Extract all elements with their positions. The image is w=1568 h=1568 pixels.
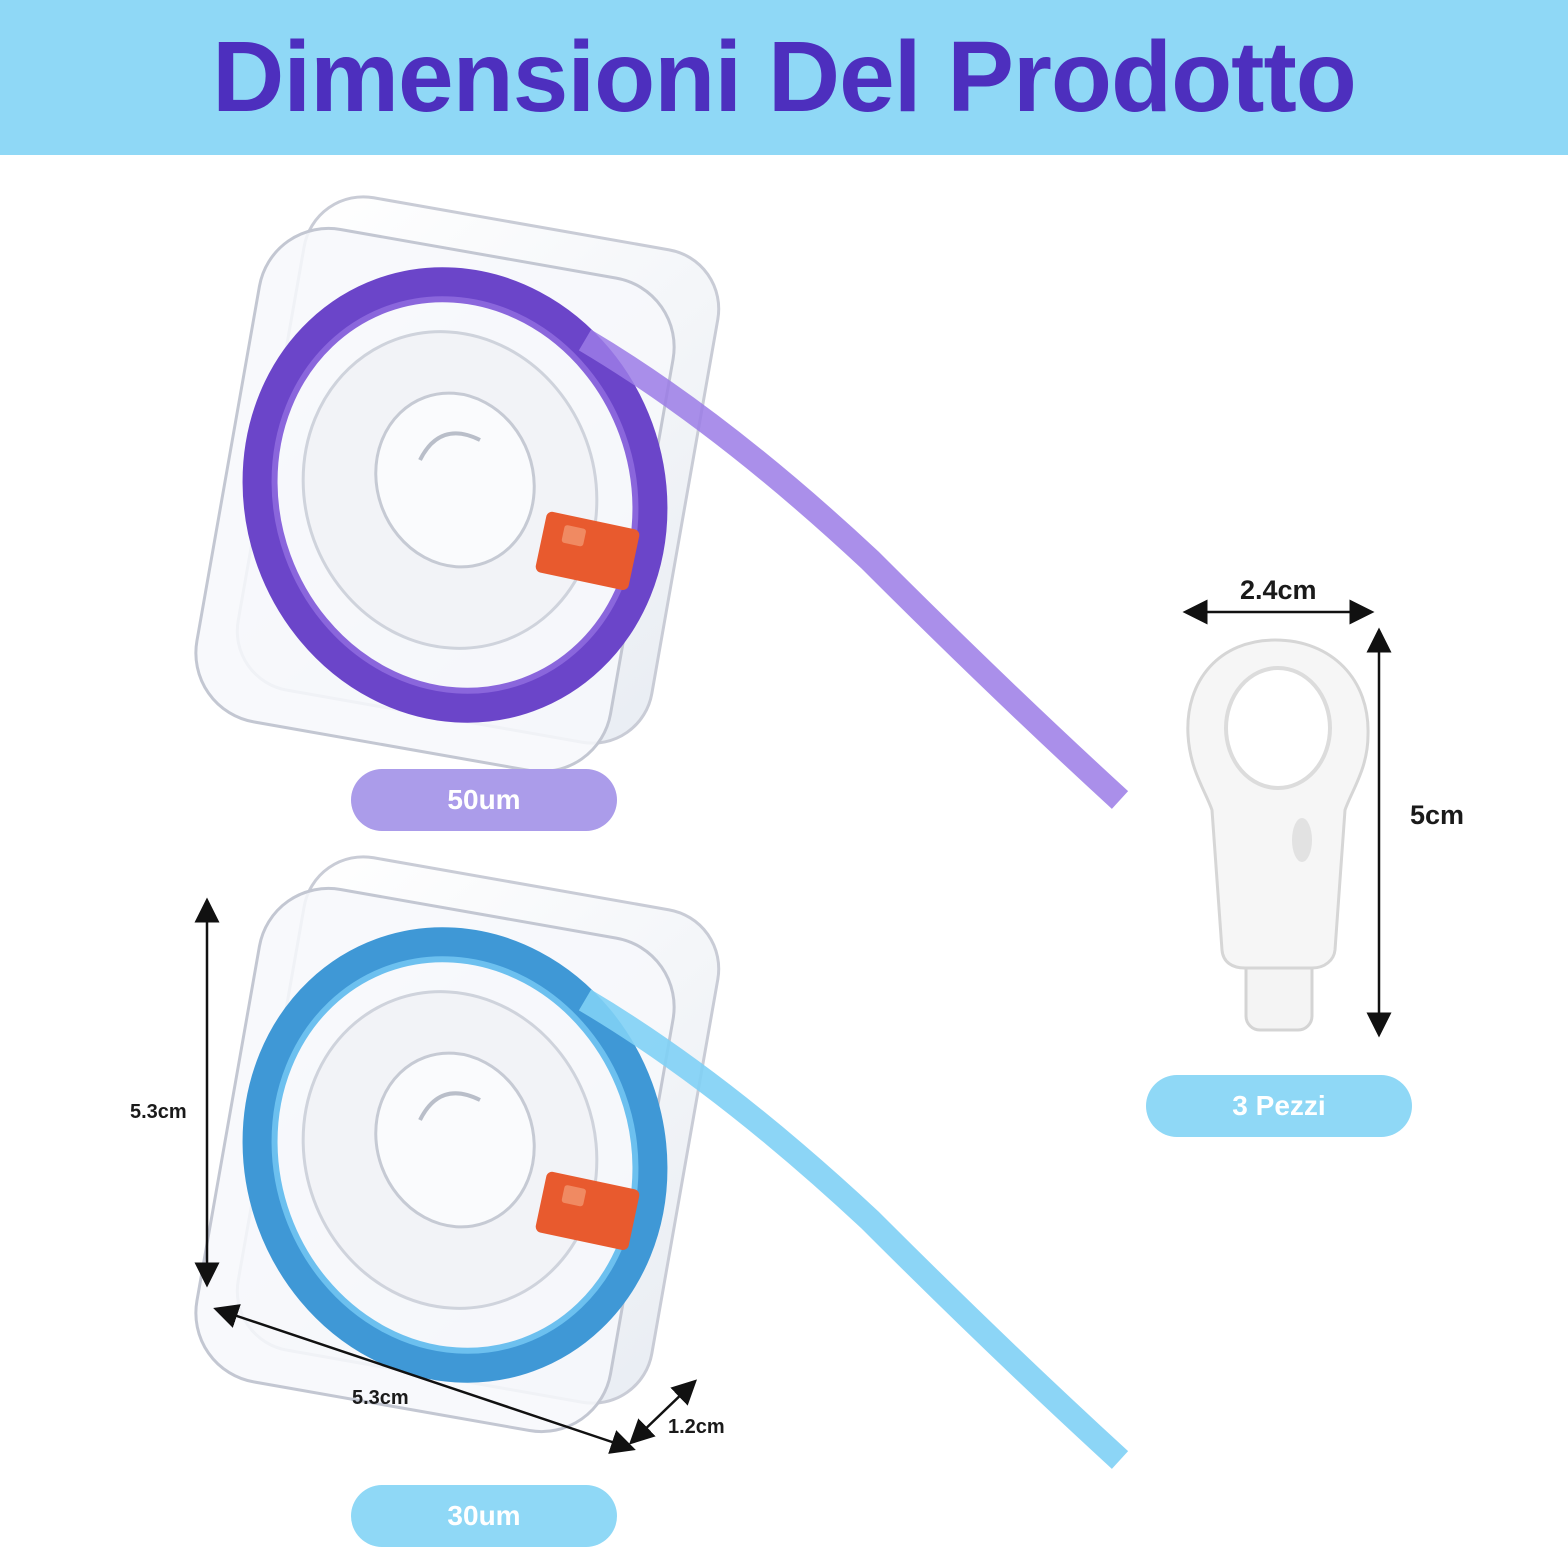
label-30um: 30um <box>351 1485 617 1547</box>
spool-width-line <box>213 1304 636 1454</box>
label-50um-text: 50um <box>447 784 521 815</box>
title-banner: Dimensioni Del Prodotto <box>0 0 1568 155</box>
label-3-pezzi: 3 Pezzi <box>1146 1075 1412 1137</box>
page-title: Dimensioni Del Prodotto <box>212 21 1357 133</box>
dimension-lines <box>194 599 1392 1454</box>
purple-tape-spool <box>194 195 1129 809</box>
spool-depth-line <box>628 1379 698 1445</box>
label-30um-text: 30um <box>447 1500 521 1531</box>
spool-depth-text: 1.2cm <box>668 1416 725 1438</box>
blue-tape-spool <box>194 855 1129 1469</box>
tape-holder <box>1186 638 1370 1032</box>
label-50um: 50um <box>351 769 617 831</box>
label-3-pezzi-text: 3 Pezzi <box>1232 1090 1326 1121</box>
spool-height-text: 5.3cm <box>130 1101 187 1123</box>
holder-width-text: 2.4cm <box>1240 575 1317 605</box>
holder-height-text: 5cm <box>1410 800 1465 830</box>
spool-width-text: 5.3cm <box>352 1387 409 1409</box>
